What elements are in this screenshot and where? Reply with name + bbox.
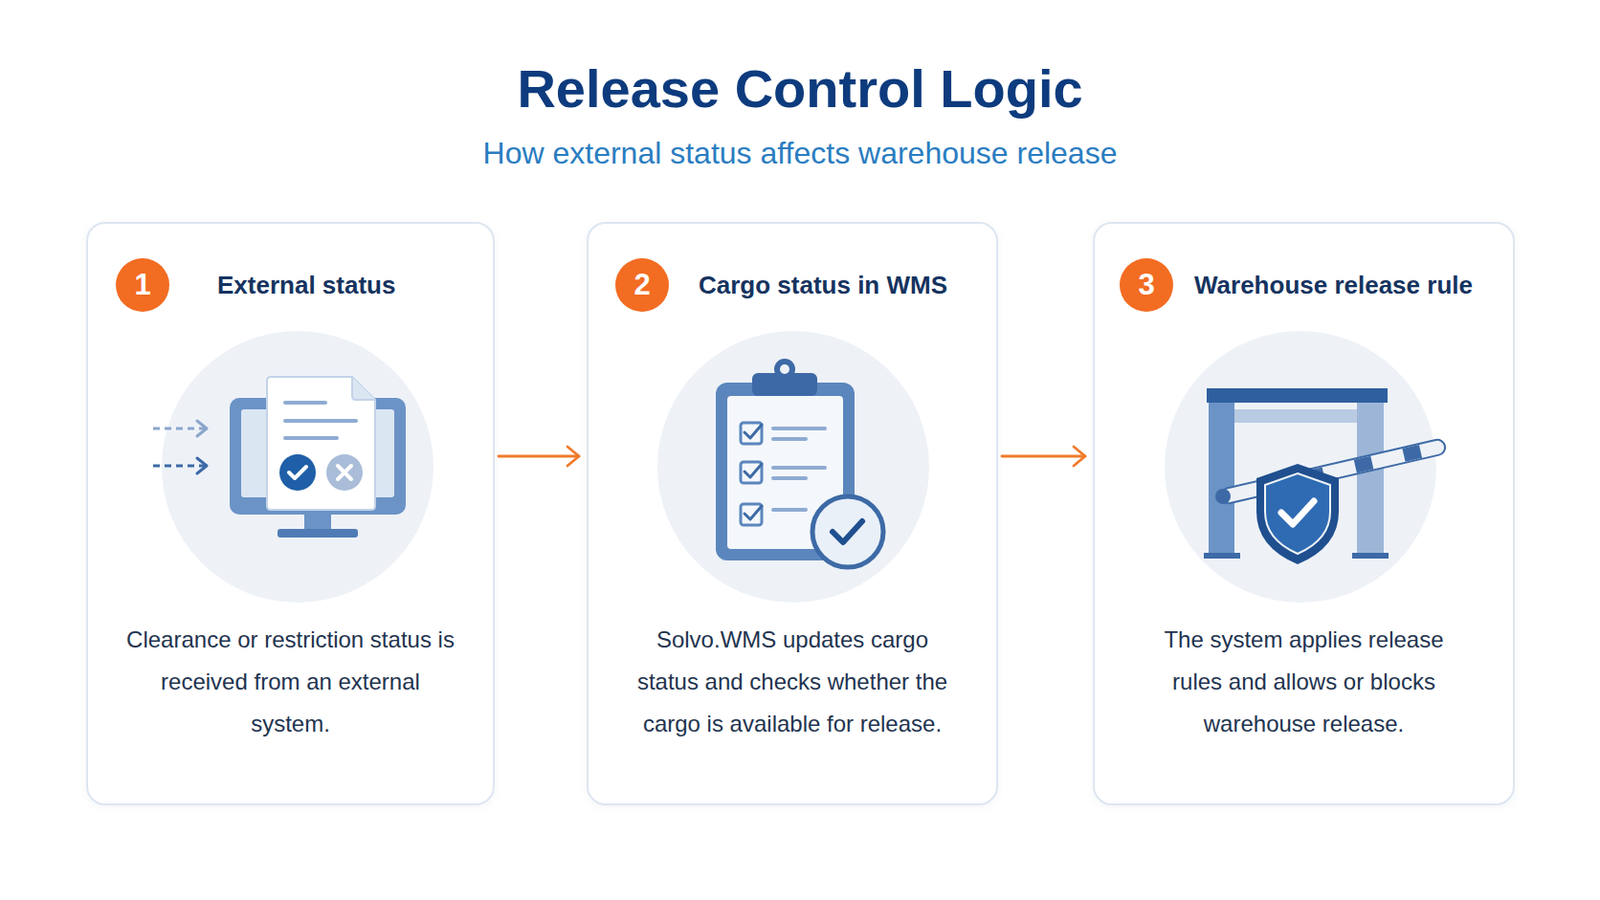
- step-number: 1: [115, 258, 170, 312]
- diagram-title: Release Control Logic: [0, 57, 1600, 121]
- step-number-badge: 2: [615, 258, 669, 312]
- step-card: Cargo status in WMS Solvo.WMS updates car…: [586, 222, 999, 806]
- step-heading: Warehouse release rule: [1194, 269, 1510, 301]
- diagram-subtitle: How external status affects warehouse re…: [0, 133, 1600, 173]
- step-number: 3: [1119, 258, 1174, 312]
- step-description: Clearance or restriction status is recei…: [123, 619, 459, 746]
- step-heading: Cargo status in WMS: [698, 269, 993, 301]
- step-number-badge: 3: [1119, 258, 1174, 312]
- step-heading: External status: [217, 269, 489, 301]
- step-card: External statusClearance or restriction …: [86, 222, 495, 806]
- flow-arrow: [498, 455, 579, 459]
- step-description: The system applies release rules and all…: [1136, 619, 1472, 746]
- flow-arrow: [1001, 455, 1086, 459]
- step-description: Solvo.WMS updates cargo status and check…: [624, 619, 960, 746]
- step-number-badge: 1: [115, 258, 170, 312]
- step-number: 2: [615, 258, 669, 312]
- step-card: Warehouse release ruleThe system applies…: [1092, 222, 1515, 806]
